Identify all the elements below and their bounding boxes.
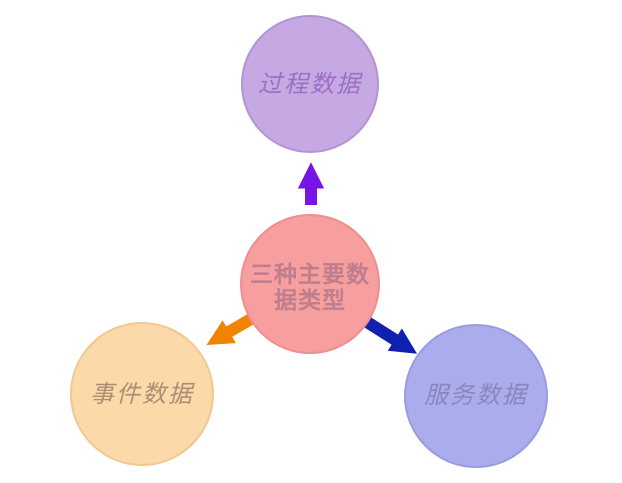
node-event-circle bbox=[70, 322, 214, 466]
node-center-circle bbox=[240, 214, 380, 354]
node-center-label-line2: 据类型 bbox=[274, 288, 346, 314]
arrow-to-event bbox=[206, 313, 255, 345]
arrow-to-service bbox=[363, 316, 418, 354]
node-service-circle bbox=[404, 324, 548, 468]
node-process-circle bbox=[241, 15, 379, 153]
node-event-label: 事件数据 bbox=[90, 380, 195, 408]
node-process-label: 过程数据 bbox=[258, 70, 363, 98]
node-service-label: 服务数据 bbox=[424, 381, 529, 409]
node-center-label-line1: 三种主要数 bbox=[250, 262, 370, 288]
